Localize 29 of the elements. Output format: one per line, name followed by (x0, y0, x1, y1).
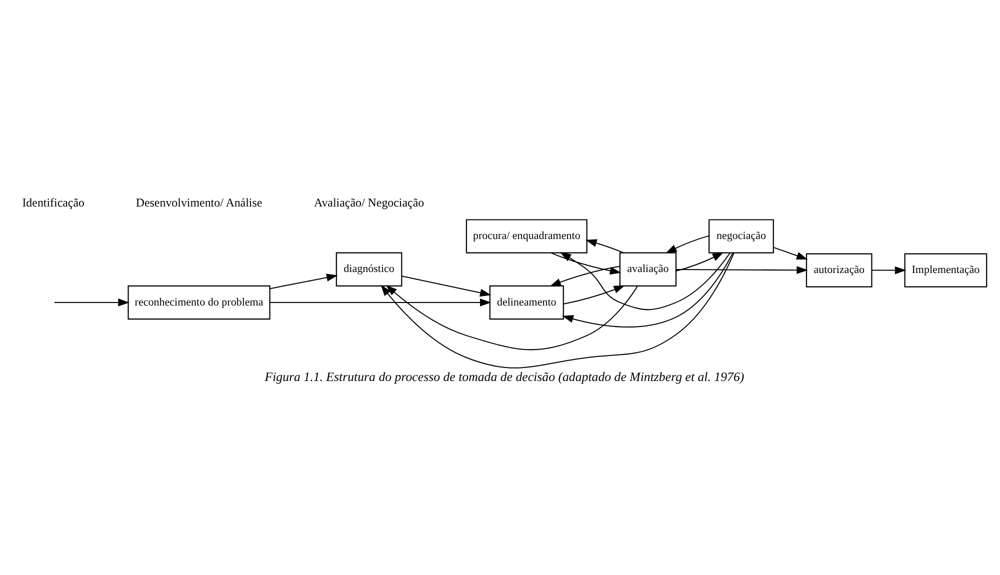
node-box: delineamento (489, 284, 564, 320)
arrow (386, 284, 638, 350)
node-box: avaliação (619, 252, 677, 286)
node-box: autorização (806, 252, 872, 287)
arrow (380, 252, 734, 368)
arrow (676, 252, 724, 271)
label: Identificação (22, 194, 85, 209)
node-box: procura/ enquadramento (466, 218, 588, 253)
arrow (562, 252, 734, 327)
node-box: reconhecimento do problema (128, 284, 270, 320)
arrow (585, 238, 624, 253)
arrow (872, 266, 906, 274)
arrow (270, 273, 338, 289)
arrow (560, 252, 730, 310)
arrow (773, 246, 808, 260)
arrow (54, 298, 130, 306)
arrow (550, 265, 620, 286)
node-box: diagnóstico (336, 252, 402, 286)
arrow (666, 234, 710, 253)
label: Avaliação/ Negociação (314, 194, 424, 209)
arrow (270, 298, 492, 306)
caption: Figura 1.1. Estrutura do processo de tomada de decisão (adaptado de Mintzberg et al. 1976) (264, 370, 744, 384)
node-box: negociação (708, 218, 774, 253)
arrow (402, 275, 492, 296)
label: Desenvolvimento/ Análise (136, 194, 262, 209)
arrow (676, 266, 808, 274)
node-box: Implementação (904, 252, 988, 287)
arrow (563, 284, 626, 304)
arrow (550, 252, 622, 274)
